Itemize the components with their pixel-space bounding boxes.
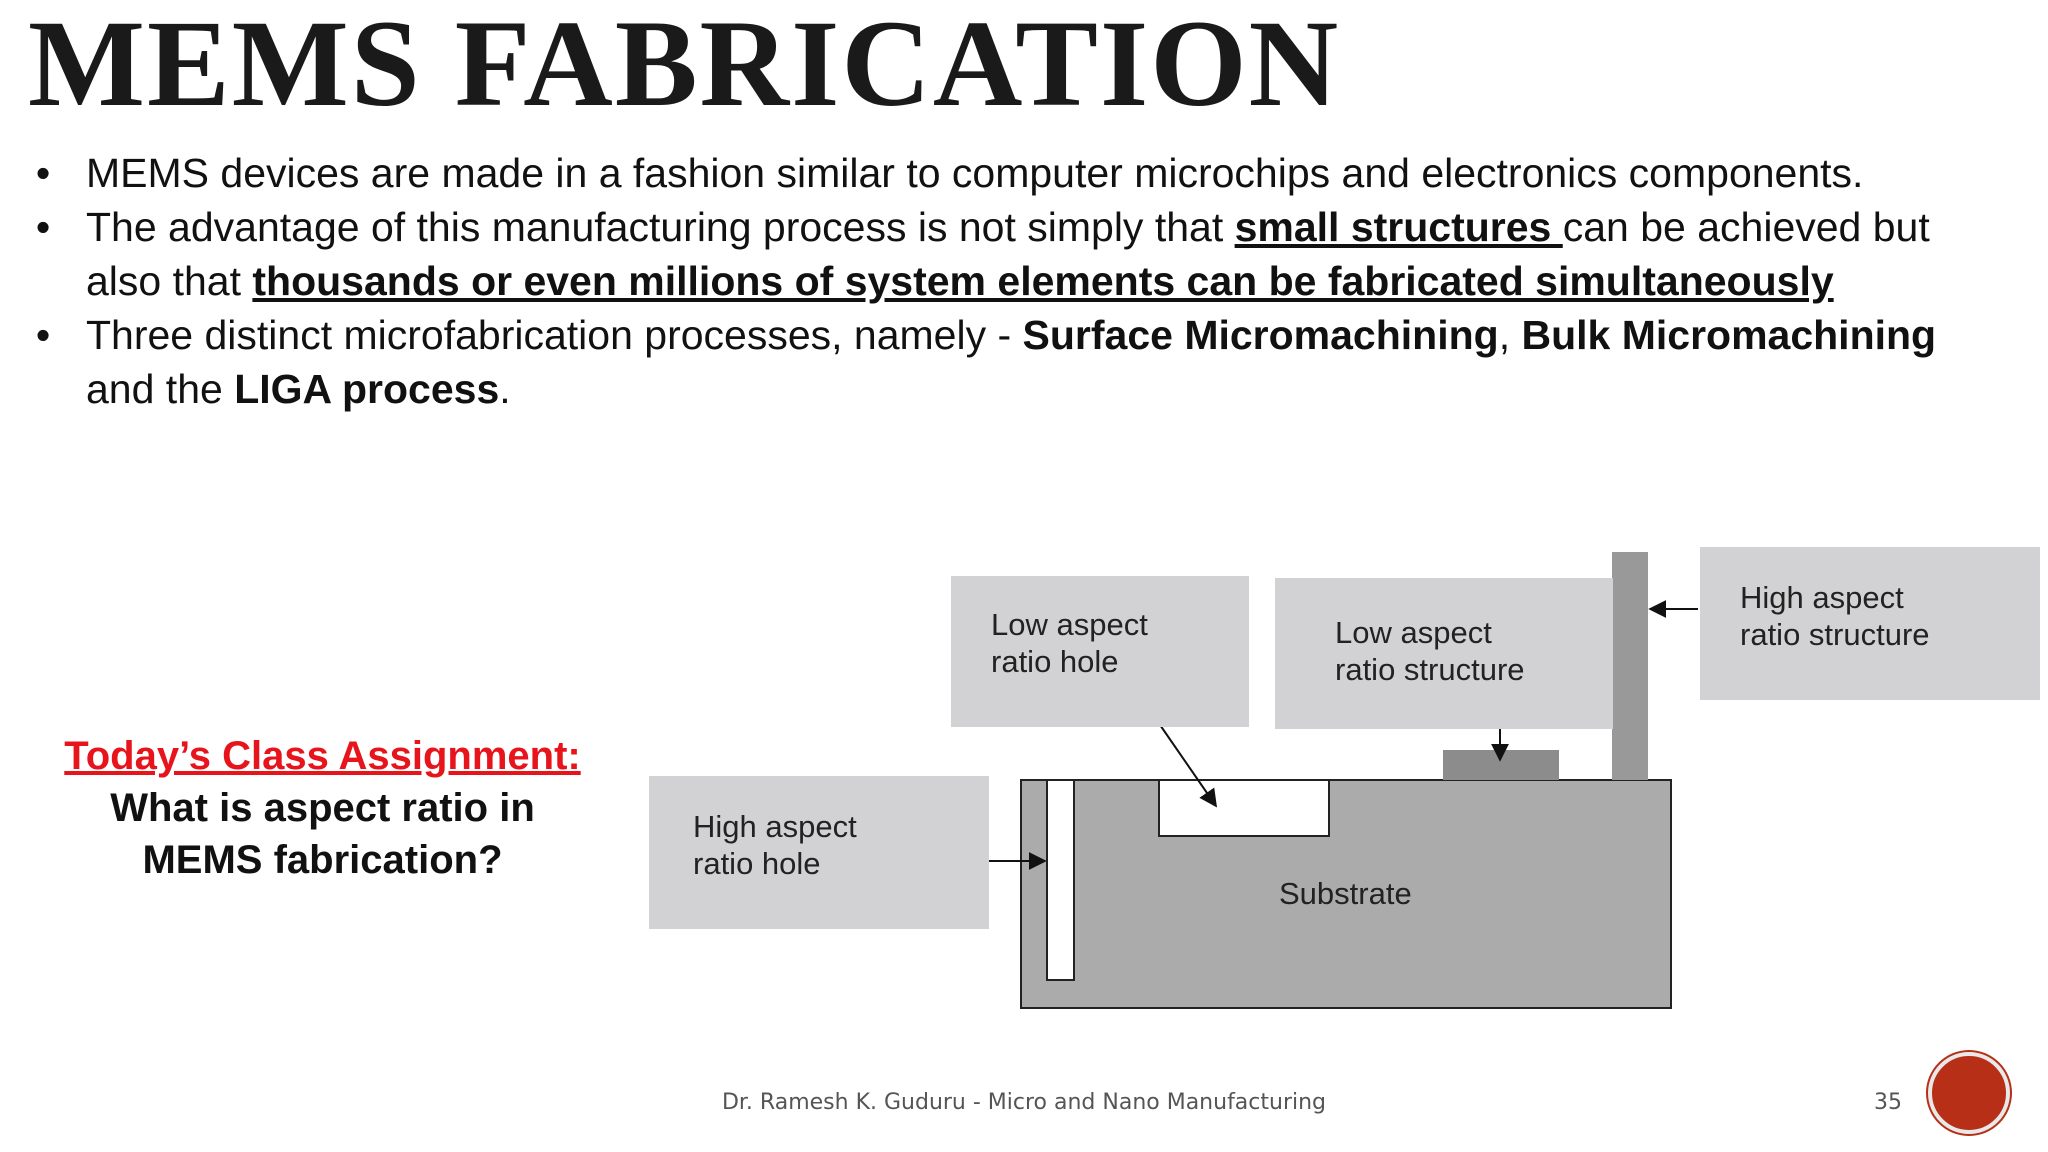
bold-text: Surface Micromachining [1022,312,1499,358]
low-aspect-hole [1158,779,1330,837]
assignment-heading: Today’s Class Assignment: [64,734,581,778]
high-aspect-hole [1046,779,1075,981]
label-line: Low aspect [1335,615,1492,650]
assignment-question: What is aspect ratio in [110,786,535,830]
slide-title: MEMS FABRICATION [28,0,1341,132]
bullet-text: . [499,366,511,412]
footer-text: Dr. Ramesh K. Guduru - Micro and Nano Ma… [721,1090,1327,1115]
bullet-item: • Three distinct microfabrication proces… [28,308,1988,416]
substrate-label: Substrate [1279,876,1412,911]
bullet-text: Three distinct microfabrication processe… [86,312,1023,358]
bullet-list: • MEMS devices are made in a fashion sim… [28,146,1988,416]
arrow-low-hole [1157,721,1218,808]
bullet-text: can be achieved but also that [86,204,1930,304]
label-line: ratio structure [1335,652,1525,687]
page-number: 35 [1874,1090,1902,1115]
bullet-dot: • [35,312,51,358]
label-line: ratio hole [991,644,1119,679]
label-line: ratio hole [693,846,821,881]
assignment-question: MEMS fabrication? [142,838,503,882]
low-aspect-structure [1443,750,1559,780]
high-aspect-structure [1612,552,1648,780]
bullet-item: • The advantage of this manufacturing pr… [28,200,1988,308]
label-high-aspect-structure: High aspect ratio structure [1700,547,2040,700]
label-line: Low aspect [991,607,1148,642]
slide-badge-icon [1928,1052,2010,1134]
underlined-text: thousands or even millions of system ele… [252,258,1834,304]
bullet-item: • MEMS devices are made in a fashion sim… [28,146,1988,200]
bullet-dot: • [35,204,51,250]
label-line: ratio structure [1740,617,1930,652]
label-low-aspect-structure: Low aspect ratio structure [1275,578,1613,729]
underlined-text: small structures [1234,204,1563,250]
label-high-aspect-hole: High aspect ratio hole [649,776,989,929]
bold-text: LIGA process [234,366,500,412]
bullet-text: MEMS devices are made in a fashion simil… [86,150,1864,196]
bullet-text: , [1498,312,1522,358]
bullet-text: The advantage of this manufacturing proc… [86,204,1235,250]
bullet-dot: • [35,150,51,196]
bullet-text: and the [86,366,235,412]
label-low-aspect-hole: Low aspect ratio hole [951,576,1249,727]
label-line: High aspect [693,809,857,844]
label-line: High aspect [1740,580,1904,615]
class-assignment: Today’s Class Assignment: What is aspect… [30,730,615,886]
bold-text: Bulk Micromachining [1521,312,1937,358]
